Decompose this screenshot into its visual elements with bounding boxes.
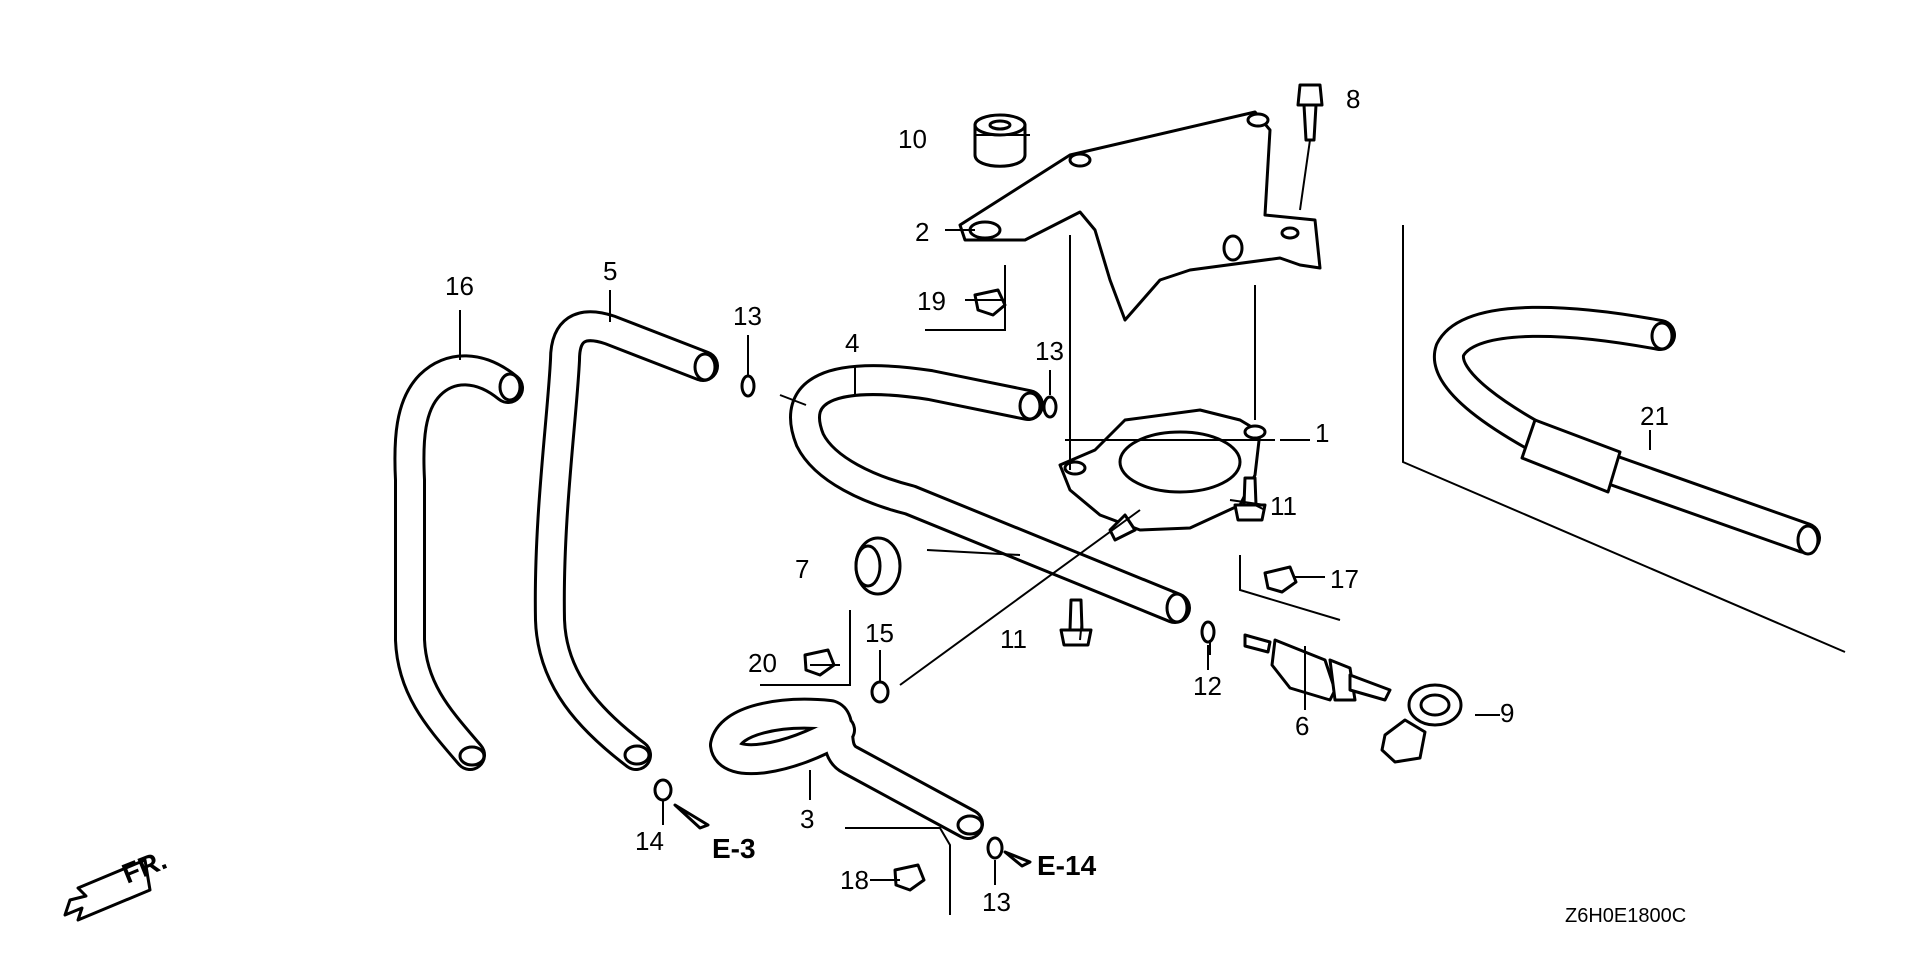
diagram-code: Z6H0E1800C [1565, 905, 1686, 927]
arrow-e14 [1003, 850, 1032, 868]
clamp-17 [1263, 565, 1298, 594]
grommet-10 [973, 113, 1027, 168]
leader-lines [459, 134, 1651, 915]
arrow-e3 [673, 803, 710, 830]
clip-12 [1200, 620, 1216, 644]
label-part-5: 5 [603, 256, 617, 286]
grommet-7 [854, 536, 902, 596]
clip-15 [870, 680, 890, 704]
label-part-13a: 13 [733, 301, 762, 331]
label-part-4: 4 [845, 328, 859, 358]
label-part-20: 20 [748, 648, 777, 678]
fuel-pump-1 [1058, 408, 1267, 542]
ref-e14-link[interactable]: E-14 [1037, 850, 1097, 881]
ref-e3-link[interactable]: E-3 [712, 833, 756, 864]
front-marker-label: FR. [118, 844, 171, 890]
label-part-9: 9 [1500, 698, 1514, 728]
label-part-6: 6 [1295, 711, 1309, 741]
label-part-7: 7 [795, 554, 809, 584]
clip-13c [986, 836, 1004, 860]
label-part-19: 19 [917, 286, 946, 316]
hose-3 [709, 697, 984, 840]
label-part-3: 3 [800, 804, 814, 834]
cap-9 [1380, 683, 1463, 764]
hose-21 [1433, 305, 1821, 556]
label-part-11-lower: 11 [1000, 624, 1027, 654]
label-part-14: 14 [635, 826, 664, 856]
label-part-1: 1 [1315, 418, 1329, 448]
label-part-21: 21 [1640, 401, 1669, 431]
fuel-valve-6 [1243, 633, 1392, 702]
label-part-16: 16 [445, 271, 474, 301]
label-part-8: 8 [1346, 84, 1360, 114]
label-part-17: 17 [1330, 564, 1359, 594]
label-part-15: 15 [865, 618, 894, 648]
label-part-18: 18 [840, 865, 869, 895]
label-part-13c: 13 [982, 887, 1011, 917]
hose-16 [393, 354, 524, 771]
clip-13b [1042, 395, 1058, 419]
clamp-18 [893, 863, 926, 892]
label-part-11-upper: 11 [1270, 491, 1297, 521]
label-part-2: 2 [915, 217, 929, 247]
bolt-11-lower [1059, 598, 1093, 647]
clamp-19 [973, 288, 1007, 317]
label-part-13b: 13 [1035, 336, 1064, 366]
label-part-12: 12 [1193, 671, 1222, 701]
bolt-8 [1296, 83, 1324, 142]
hose-5 [533, 310, 719, 771]
clip-14 [653, 778, 673, 802]
label-part-10: 10 [898, 124, 927, 154]
section-boundary [1402, 225, 1846, 653]
hose-4 [789, 364, 1191, 624]
bracket-2 [958, 110, 1322, 322]
front-arrow-icon [63, 858, 152, 922]
clip-13a [740, 374, 756, 398]
clamp-20 [803, 648, 836, 677]
